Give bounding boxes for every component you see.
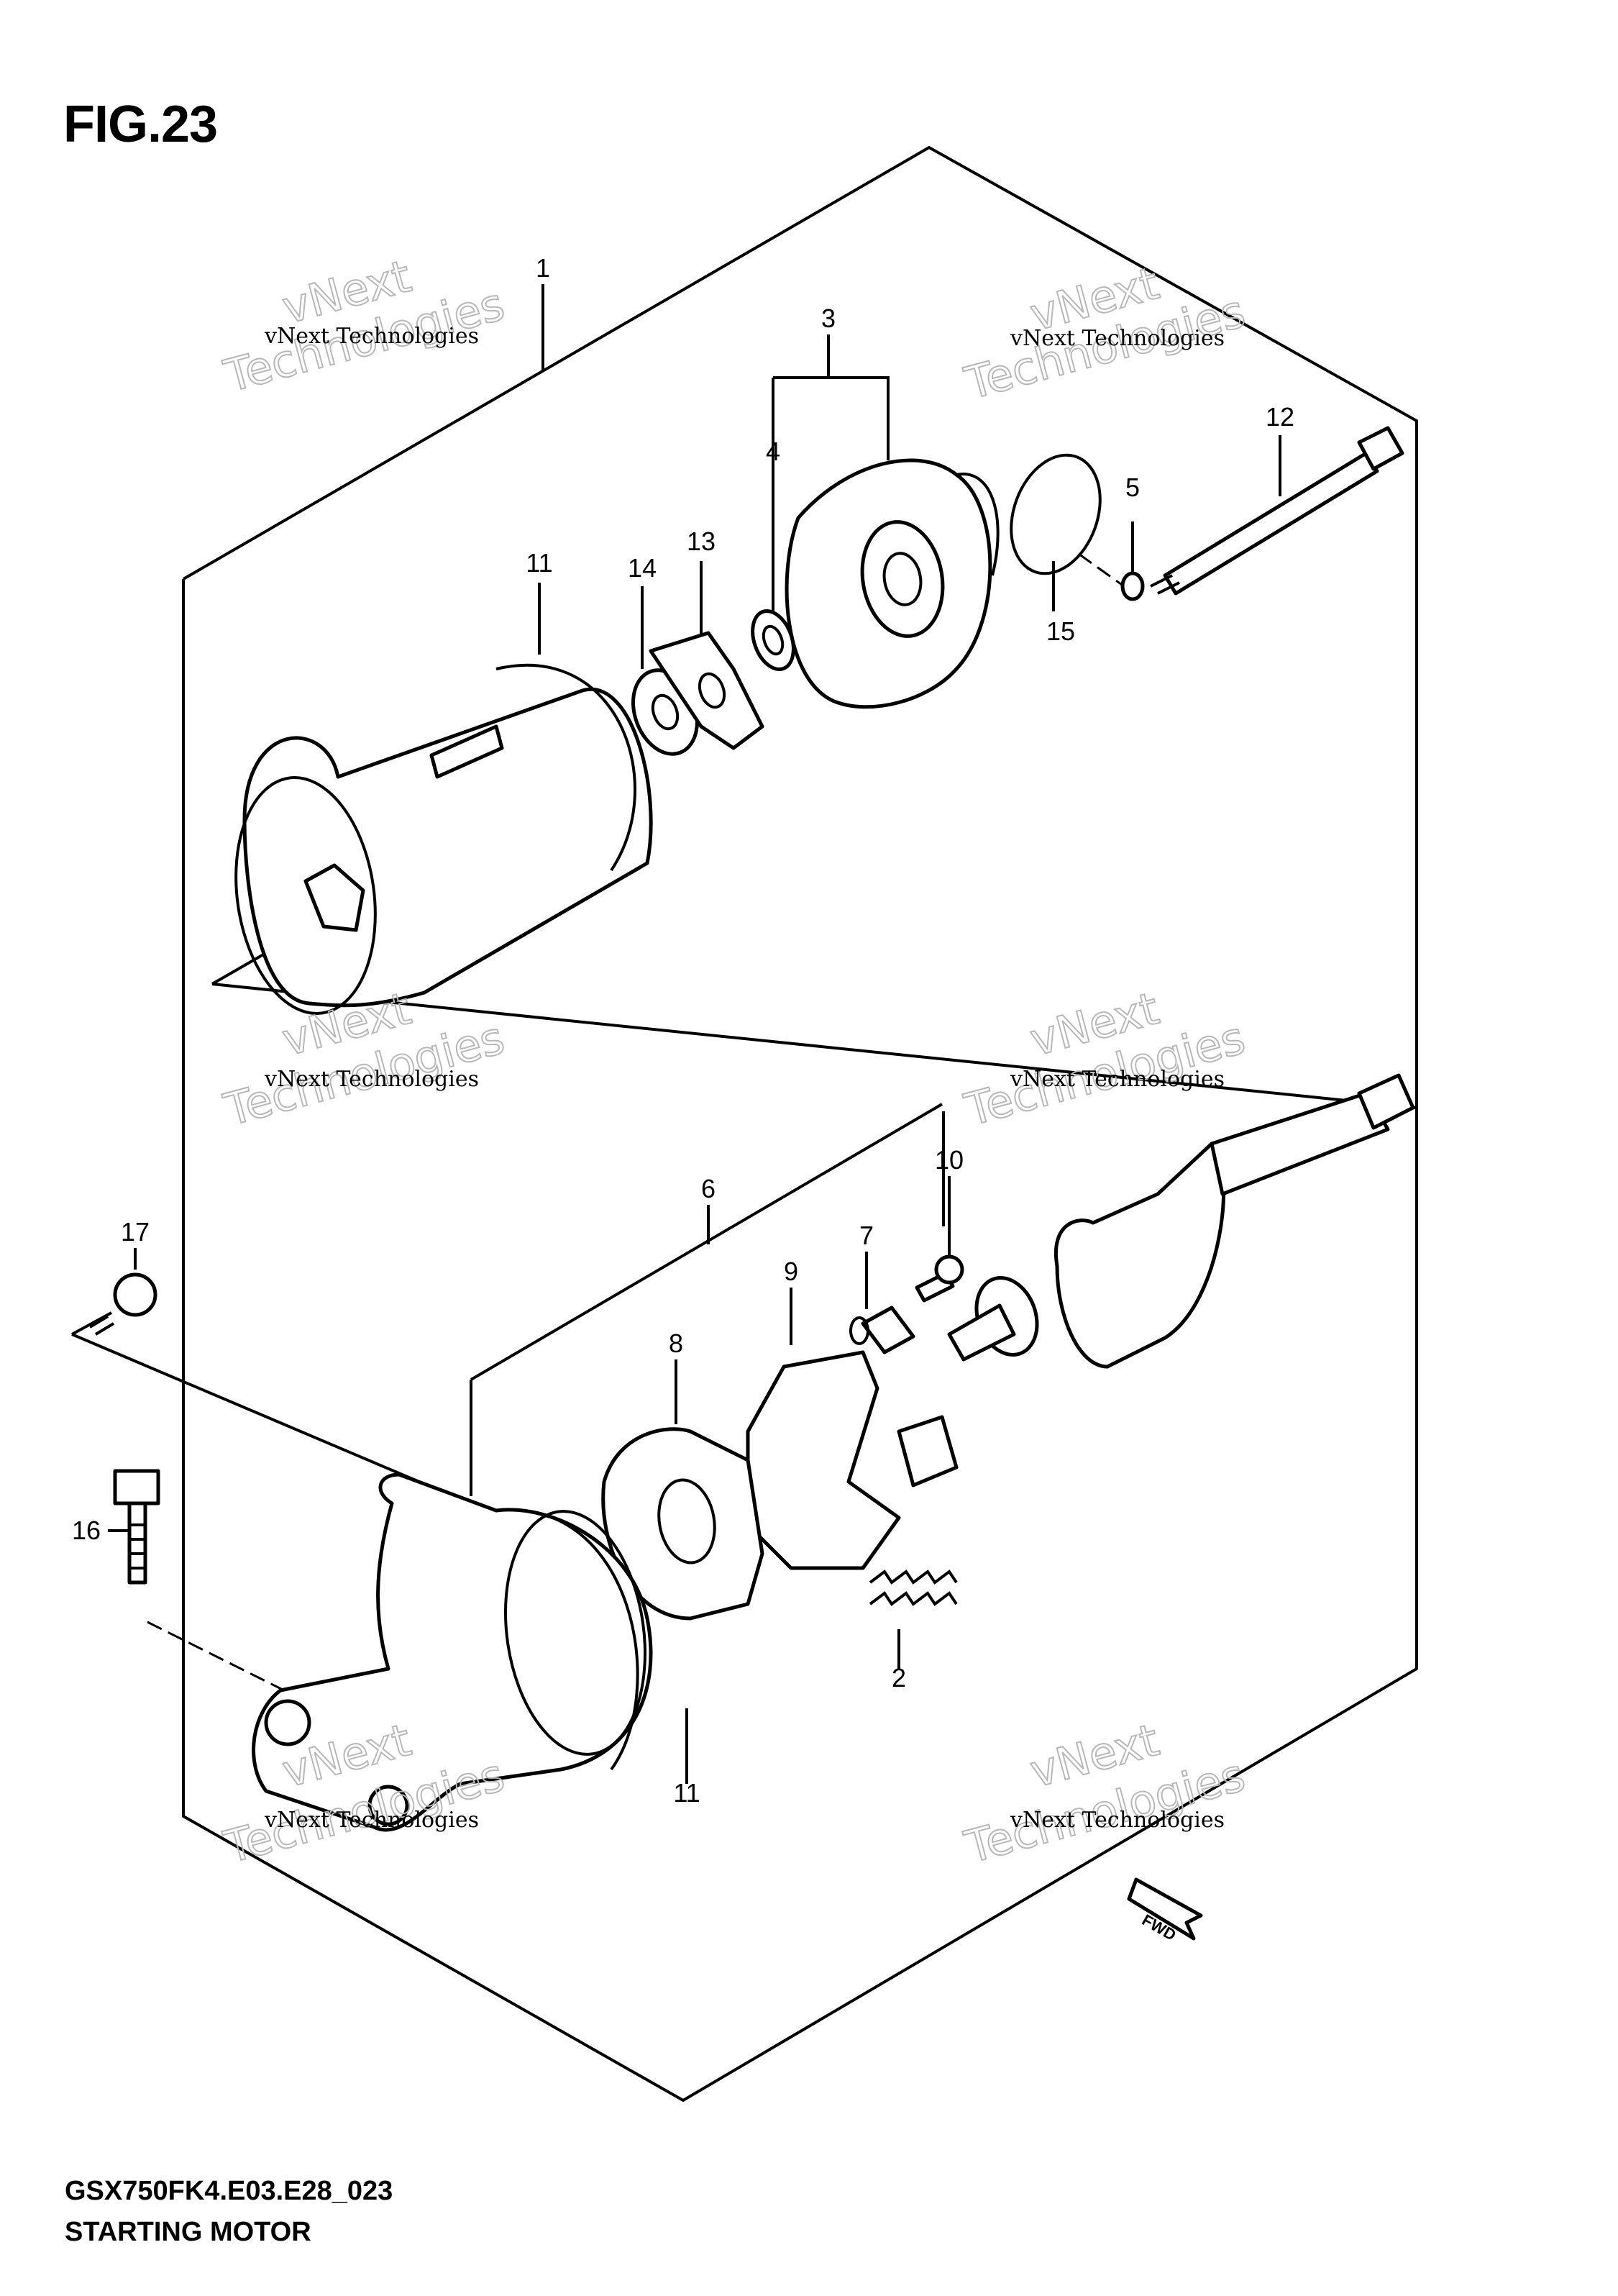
fwd-arrow-icon: FWD (1127, 1877, 1203, 1944)
armature (947, 1073, 1415, 1369)
figure-title: FIG.23 (63, 96, 218, 153)
brush-bolt (915, 1254, 964, 1303)
callout-7: 7 (859, 1221, 874, 1250)
brush-holder (746, 1350, 959, 1570)
callout-17: 17 (121, 1217, 150, 1247)
callout-1: 1 (536, 253, 550, 283)
screw (88, 1272, 157, 1336)
section-name: STARTING MOTOR (65, 2217, 311, 2247)
watermark-mid-right: vNext Technologies vNext Technologies (959, 981, 1251, 1137)
o-ring-cover (1010, 453, 1102, 575)
small-washer (1120, 571, 1145, 601)
callout-10: 10 (935, 1145, 964, 1175)
brush (849, 1306, 915, 1354)
o-ring-lower (495, 1508, 639, 1771)
callout-15: 15 (1046, 616, 1075, 646)
callout-11-upper: 11 (526, 548, 552, 578)
plate-washer (649, 631, 764, 750)
callout-16: 16 (72, 1516, 101, 1545)
model-code: GSX750FK4.E03.E28_023 (65, 2176, 393, 2206)
mounting-bolt (113, 1469, 160, 1585)
assembly-frame (71, 145, 1418, 2103)
callout-2: 2 (892, 1663, 906, 1693)
watermark-text: vNext Technologies (264, 1808, 479, 1833)
callout-5: 5 (1125, 473, 1140, 502)
o-ring-upper (495, 663, 636, 872)
watermark-bottom-right: vNext Technologies vNext Technologies (959, 1713, 1251, 1874)
watermark-text: vNext Technologies (1010, 1808, 1225, 1833)
callouts: 1 3 4 5 12 11 14 13 15 6 10 7 9 8 17 16 … (72, 253, 1294, 1808)
callout-6: 6 (701, 1174, 716, 1203)
watermark-top-right: vNext Technologies vNext Technologies (959, 256, 1251, 411)
watermark-text: vNext Technologies (264, 324, 479, 349)
watermark-top-left: vNext Technologies vNext Technologies (218, 249, 511, 404)
callout-9: 9 (784, 1257, 798, 1286)
through-bolt (1150, 426, 1404, 596)
callout-11-lower: 11 (673, 1778, 700, 1808)
callout-3: 3 (821, 304, 836, 333)
end-cover (785, 458, 1000, 709)
watermark-text: vNext Technologies (264, 1067, 479, 1092)
callout-14: 14 (628, 553, 657, 583)
callout-8: 8 (669, 1329, 683, 1358)
callout-13: 13 (687, 527, 716, 556)
callout-12: 12 (1266, 402, 1294, 432)
brush-plate (601, 1427, 764, 1621)
watermark-text: vNext Technologies (1010, 326, 1225, 351)
yoke-housing (234, 687, 653, 1015)
leader-lines (108, 284, 1281, 1784)
watermark-text: vNext Technologies (1010, 1067, 1225, 1092)
watermark-mid-left: vNext Technologies vNext Technologies (218, 981, 511, 1137)
callout-4: 4 (766, 437, 780, 466)
brush-spring (869, 1570, 958, 1606)
